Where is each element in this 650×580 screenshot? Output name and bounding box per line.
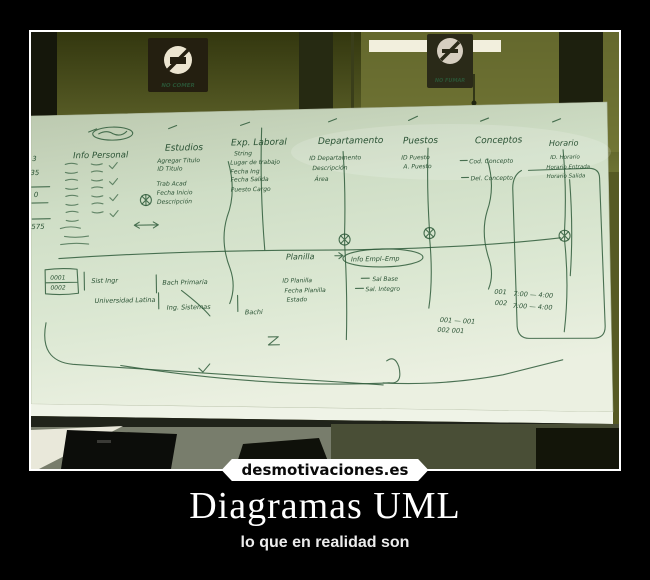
attr: ID Planilla [282,277,312,285]
margin-number: 0 [34,191,39,199]
heading-exp-laboral: Exp. Laboral [231,138,288,149]
no-fumar-sign: NO FUMAR [427,34,473,88]
attr: Cod. Concepto [469,158,513,166]
cell: 7:00 — 4:00 [513,290,553,300]
attr: ID Titulo [157,165,183,172]
attr: Trab Acad [157,180,187,188]
cell: 002 [495,299,508,308]
heading-conceptos: Conceptos [475,135,523,146]
heading-info-personal: Info Personal [73,150,129,161]
attr: Lugar de trabajo [230,159,280,167]
right-loop [512,167,606,339]
attr: ID. Horario [550,154,580,161]
code: 0001 [50,274,65,281]
heading-info-empl: Info Empl–Emp [351,255,400,264]
cell: 001 [494,288,507,297]
info-empl-oval [342,248,424,268]
heading-estudios: Estudios [165,143,203,154]
attr: Descripción [157,198,192,206]
cell: 001 — 001 [440,316,476,326]
cell: Bachi [245,308,263,316]
type-note: String [234,150,252,157]
attr: Fecha Planilla [284,287,326,295]
attr: ID Puesto [401,154,430,162]
circled-note [92,126,134,141]
watermark-badge: desmotivaciones.es [221,459,429,481]
poster-title: Diagramas UML [189,485,461,527]
code: 0002 [50,284,66,291]
attr: Horario Salida [546,173,586,180]
attr: Puesto Cargo [231,186,271,194]
cell: Ing. Sistemas [167,303,212,312]
attr: Del. Concepto [471,175,514,183]
cell: 002 001 [437,326,464,335]
heading-puestos: Puestos [403,136,439,147]
computer-tower [61,430,177,469]
cell: Sist Ingr [91,277,119,285]
attr: Estado [287,296,308,303]
check-mark [198,363,211,373]
horario-sample-data: 001 7:00 — 4:00 002 7:00 — 4:00 001 — 00… [437,288,553,335]
attr: Sal Base [372,276,398,283]
attr: Agregar Titulo [156,157,200,165]
attr: Horario Entrada [546,164,590,171]
margin-number: 35 [31,169,40,177]
attr: ID Departamento [309,154,361,162]
margin-number: 3 [32,155,37,163]
board-tray [31,404,613,424]
attr: A. Puesto [402,163,432,171]
attr: Sal. Integro [365,286,400,294]
heading-planilla: Planilla [286,252,315,261]
cell: Bach Primaria [162,278,208,287]
z-mark [267,336,280,346]
poster-subtitle: lo que en realidad son [240,534,410,551]
heading-horario: Horario [549,138,579,148]
double-arrow [133,221,159,229]
photo: NO COMER NO FUMAR Info Personal Estudios… [29,30,621,471]
info-personal-scribbles [59,161,119,246]
board-ink: Info Personal Estudios Exp. Laboral Depa… [31,115,606,386]
attr: Fecha Inicio [157,189,193,197]
no-comer-sign: NO COMER [148,38,208,92]
photo-scene: NO COMER NO FUMAR Info Personal Estudios… [31,32,619,469]
cell: 7:00 — 4:00 [512,302,552,312]
attr: Descripción [312,165,347,173]
heading-departamento: Departamento [318,136,384,147]
cell: Universidad Latina [95,296,156,305]
attr: Área [314,176,329,183]
attr: Fecha Ing [230,168,260,176]
bottom-sweep [44,322,384,386]
code-box [44,267,80,296]
margin-number: 575 [31,223,45,231]
no-comer-label: NO COMER [161,83,194,89]
attr: Fecha Salida [230,176,269,184]
junction-nodes [139,193,571,246]
no-fumar-label: NO FUMAR [435,78,465,84]
